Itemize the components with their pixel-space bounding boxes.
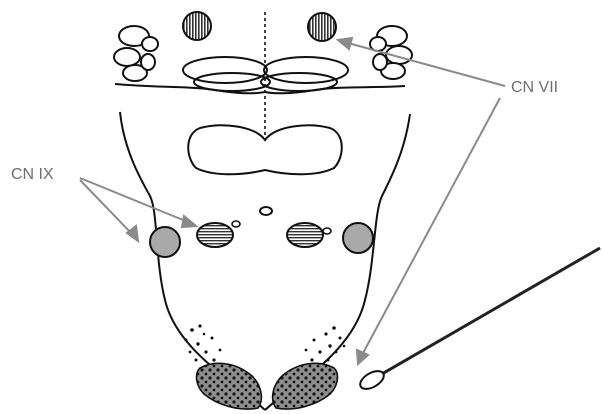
left-tip-region [197, 363, 262, 409]
cn-vii-label: CN VII [511, 79, 558, 97]
right-gray-circle [343, 223, 373, 253]
left-gray-circle [150, 227, 180, 257]
right-tip-region [273, 363, 338, 409]
upper-cap [115, 57, 405, 93]
cotton-swab [357, 248, 600, 393]
cn-vii-right-nucleus [308, 13, 336, 41]
left-striped-oval [197, 223, 233, 247]
right-papillae-cluster [370, 26, 412, 79]
cn-ix-label: CN IX [11, 166, 54, 184]
right-striped-oval-tail [323, 228, 331, 234]
cn-vii-left-nucleus [183, 12, 211, 40]
tip-scatter-dots [185, 324, 346, 361]
cn-ix-arrows [80, 178, 196, 241]
left-papillae-cluster [114, 26, 158, 81]
left-striped-oval-tail [232, 221, 240, 227]
right-striped-oval [287, 223, 323, 247]
central-small-circle [260, 207, 272, 215]
